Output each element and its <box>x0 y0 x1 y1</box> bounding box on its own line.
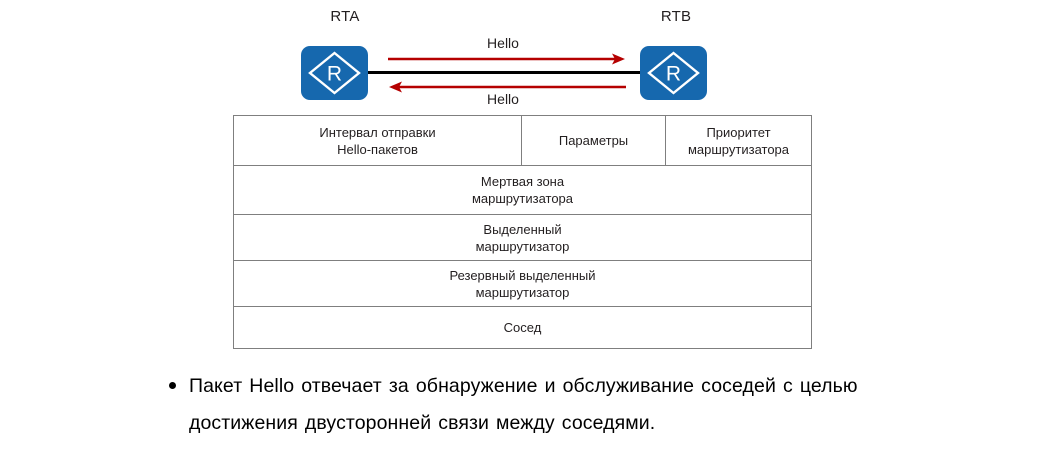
cell-line: Hello-пакетов <box>337 141 418 157</box>
notes-block: Пакет Hello отвечает за обнаружение и об… <box>168 368 958 442</box>
hello-arrow-right-icon <box>388 53 625 65</box>
router-b-label: RTB <box>660 8 692 25</box>
table-row: Интервал отправки Hello-пакетов Параметр… <box>233 115 812 166</box>
cell-neighbor: Сосед <box>233 306 812 349</box>
cell-line: Параметры <box>558 133 629 148</box>
cell-dead-interval: Мертвая зона маршрутизатора <box>233 165 812 215</box>
hello-packet-fields-table: Интервал отправки Hello-пакетов Параметр… <box>233 115 812 349</box>
cell-parameters: Параметры <box>521 115 666 166</box>
cell-hello-interval: Интервал отправки Hello-пакетов <box>233 115 522 166</box>
svg-text:R: R <box>666 63 681 86</box>
cell-line: Приоритет <box>706 124 771 140</box>
cell-line: Резервный выделенный <box>449 267 596 283</box>
ospf-hello-diagram: RTA RTB R R Hello Hello <box>0 0 1056 112</box>
cell-line: Мертвая зона <box>480 174 565 189</box>
router-a-icon: R <box>301 46 368 100</box>
notes-list: Пакет Hello отвечает за обнаружение и об… <box>168 368 958 442</box>
table-row: Резервный выделенный маршрутизатор <box>233 260 812 307</box>
note-text: Пакет Hello отвечает за обнаружение и об… <box>189 375 858 434</box>
hello-label-top: Hello <box>487 35 519 51</box>
hello-arrow-left-icon <box>389 81 626 93</box>
svg-text:R: R <box>327 63 342 86</box>
table-row: Мертвая зона маршрутизатора <box>233 165 812 215</box>
table-row: Выделенный маршрутизатор <box>233 214 812 261</box>
cell-backup-designated-router: Резервный выделенный маршрутизатор <box>233 260 812 307</box>
list-item: Пакет Hello отвечает за обнаружение и об… <box>168 368 958 442</box>
cell-router-priority: Приоритет маршрутизатора <box>665 115 812 166</box>
cell-line: Сосед <box>503 320 542 335</box>
cell-line: маршрутизатора <box>687 141 790 157</box>
cell-line: Выделенный <box>483 221 562 237</box>
router-b-icon: R <box>640 46 707 100</box>
hello-label-bottom: Hello <box>487 91 519 107</box>
router-link-line <box>366 71 642 74</box>
cell-designated-router: Выделенный маршрутизатор <box>233 214 812 261</box>
cell-line: маршрутизатор <box>475 238 570 254</box>
cell-line: маршрутизатора <box>471 191 574 206</box>
table-row: Сосед <box>233 306 812 349</box>
bullet-point-icon <box>169 382 176 389</box>
cell-line: Интервал отправки <box>319 124 436 140</box>
cell-line: маршрутизатор <box>475 284 570 300</box>
router-a-label: RTA <box>330 8 360 25</box>
